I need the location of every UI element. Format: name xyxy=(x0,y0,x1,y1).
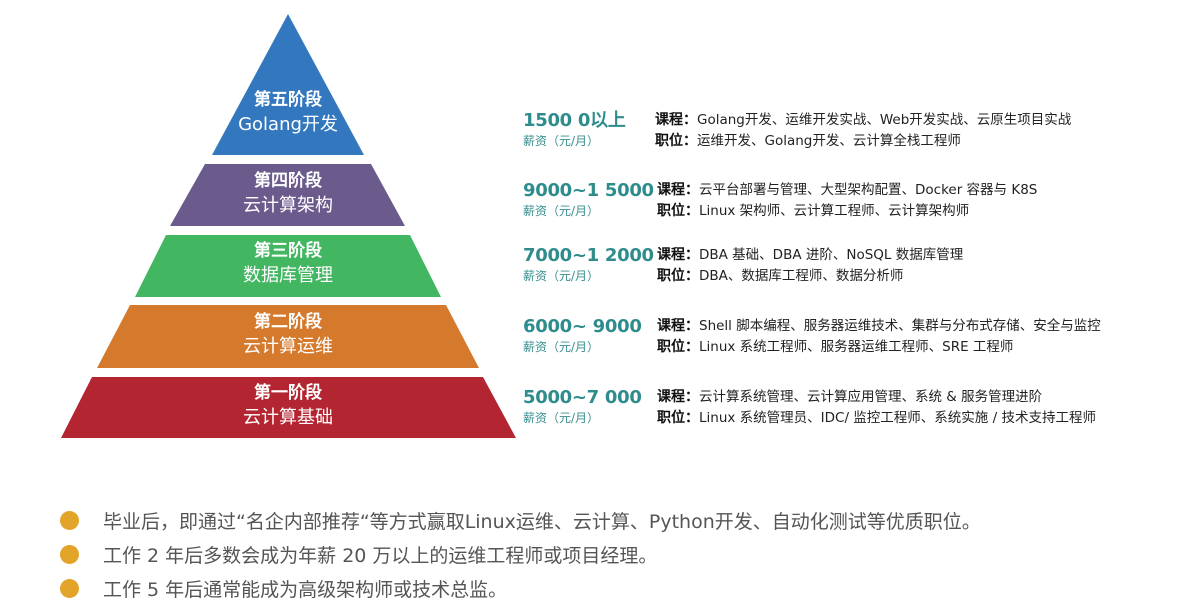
stage4-salary: 9000~1 5000 薪资（元/月） xyxy=(523,180,654,220)
position-label: 职位： xyxy=(657,339,699,355)
pyramid-layer-stage3 xyxy=(135,235,441,297)
course-text: 云平台部署与管理、大型架构配置、Docker 容器与 K8S xyxy=(699,182,1038,198)
stage3-details: 课程：DBA 基础、DBA 进阶、NoSQL 数据库管理 职位：DBA、数据库工… xyxy=(657,245,1177,287)
position-label: 职位： xyxy=(657,410,699,426)
course-line: 课程：Golang开发、运维开发实战、Web开发实战、云原生项目实战 xyxy=(655,110,1175,131)
stage2-label: 第二阶段 云计算运维 xyxy=(138,310,438,360)
bullet-text: 毕业后，即通过“名企内部推荐“等方式赢取Linux运维、云计算、Python开发… xyxy=(103,510,981,533)
stage3-title: 第三阶段 xyxy=(254,241,322,261)
stage4-details: 课程：云平台部署与管理、大型架构配置、Docker 容器与 K8S 职位：Lin… xyxy=(657,180,1177,222)
salary-unit: 薪资（元/月） xyxy=(523,411,600,425)
position-text: DBA、数据库工程师、数据分析师 xyxy=(699,268,904,284)
course-text: Golang开发、运维开发实战、Web开发实战、云原生项目实战 xyxy=(697,112,1072,128)
pyramid-layer-stage4 xyxy=(170,164,405,226)
bullet-text: 工作 5 年后通常能成为高级架构师或技术总监。 xyxy=(103,578,508,601)
bullet-dot-icon xyxy=(60,544,79,564)
salary-amount: 1500 0以上 xyxy=(523,110,626,131)
pyramid-layer-stage5 xyxy=(212,14,364,155)
stage2-salary: 6000~ 9000 薪资（元/月） xyxy=(523,316,653,356)
stage3-subtitle: 数据库管理 xyxy=(243,265,333,286)
pyramid-layer-stage1 xyxy=(61,377,516,438)
course-text: Shell 脚本编程、服务器运维技术、集群与分布式存储、安全与监控 xyxy=(699,318,1101,334)
career-outcomes-list: 毕业后，即通过“名企内部推荐“等方式赢取Linux运维、云计算、Python开发… xyxy=(60,503,1180,605)
stage4-label: 第四阶段 云计算架构 xyxy=(138,169,438,219)
list-item: 工作 5 年后通常能成为高级架构师或技术总监。 xyxy=(60,571,1180,605)
stage1-subtitle: 云计算基础 xyxy=(243,407,333,428)
stage5-subtitle: Golang开发 xyxy=(238,114,338,135)
course-line: 课程：DBA 基础、DBA 进阶、NoSQL 数据库管理 xyxy=(657,245,1177,266)
salary-unit: 薪资（元/月） xyxy=(523,134,600,148)
position-line: 职位：Linux 系统工程师、服务器运维工程师、SRE 工程师 xyxy=(657,337,1177,358)
stage2-title: 第二阶段 xyxy=(254,312,322,332)
position-text: Linux 系统管理员、IDC/ 监控工程师、系统实施 / 技术支持工程师 xyxy=(699,410,1096,426)
bullet-dot-icon xyxy=(60,510,79,530)
position-text: 运维开发、Golang开发、云计算全栈工程师 xyxy=(697,133,961,149)
course-line: 课程：云平台部署与管理、大型架构配置、Docker 容器与 K8S xyxy=(657,180,1177,201)
stage4-title: 第四阶段 xyxy=(254,171,322,191)
position-text: Linux 系统工程师、服务器运维工程师、SRE 工程师 xyxy=(699,339,1014,355)
course-label: 课程： xyxy=(657,318,699,334)
salary-amount: 7000~1 2000 xyxy=(523,245,654,266)
position-text: Linux 架构师、云计算工程师、云计算架构师 xyxy=(699,203,970,219)
position-line: 职位：运维开发、Golang开发、云计算全栈工程师 xyxy=(655,131,1175,152)
bullet-dot-icon xyxy=(60,578,79,598)
stage3-salary: 7000~1 2000 薪资（元/月） xyxy=(523,245,654,285)
salary-amount: 5000~7 000 xyxy=(523,387,642,408)
position-label: 职位： xyxy=(657,268,699,284)
salary-unit: 薪资（元/月） xyxy=(523,204,600,218)
stage2-subtitle: 云计算运维 xyxy=(243,336,333,357)
stage1-label: 第一阶段 云计算基础 xyxy=(138,381,438,431)
stage1-salary: 5000~7 000 薪资（元/月） xyxy=(523,387,653,427)
stage5-salary: 1500 0以上 薪资（元/月） xyxy=(523,110,653,150)
stage4-subtitle: 云计算架构 xyxy=(243,195,333,216)
course-text: DBA 基础、DBA 进阶、NoSQL 数据库管理 xyxy=(699,247,964,263)
pyramid-layer-stage2 xyxy=(97,305,479,368)
salary-unit: 薪资（元/月） xyxy=(523,269,600,283)
stage2-details: 课程：Shell 脚本编程、服务器运维技术、集群与分布式存储、安全与监控 职位：… xyxy=(657,316,1177,358)
bullet-text: 工作 2 年后多数会成为年薪 20 万以上的运维工程师或项目经理。 xyxy=(103,544,658,567)
course-label: 课程： xyxy=(657,389,699,405)
stage5-title: 第五阶段 xyxy=(254,90,322,110)
course-text: 云计算系统管理、云计算应用管理、系统 & 服务管理进阶 xyxy=(699,389,1043,405)
salary-amount: 6000~ 9000 xyxy=(523,316,642,337)
course-label: 课程： xyxy=(657,247,699,263)
position-label: 职位： xyxy=(657,203,699,219)
position-line: 职位：Linux 系统管理员、IDC/ 监控工程师、系统实施 / 技术支持工程师 xyxy=(657,408,1177,429)
course-label: 课程： xyxy=(657,182,699,198)
course-line: 课程：云计算系统管理、云计算应用管理、系统 & 服务管理进阶 xyxy=(657,387,1177,408)
stage1-details: 课程：云计算系统管理、云计算应用管理、系统 & 服务管理进阶 职位：Linux … xyxy=(657,387,1177,429)
list-item: 毕业后，即通过“名企内部推荐“等方式赢取Linux运维、云计算、Python开发… xyxy=(60,503,1180,537)
position-line: 职位：Linux 架构师、云计算工程师、云计算架构师 xyxy=(657,201,1177,222)
position-label: 职位： xyxy=(655,133,697,149)
salary-amount: 9000~1 5000 xyxy=(523,180,654,201)
list-item: 工作 2 年后多数会成为年薪 20 万以上的运维工程师或项目经理。 xyxy=(60,537,1180,571)
salary-unit: 薪资（元/月） xyxy=(523,340,600,354)
stage5-details: 课程：Golang开发、运维开发实战、Web开发实战、云原生项目实战 职位：运维… xyxy=(655,110,1175,152)
course-line: 课程：Shell 脚本编程、服务器运维技术、集群与分布式存储、安全与监控 xyxy=(657,316,1177,337)
stage5-label: 第五阶段 Golang开发 xyxy=(138,88,438,138)
stage3-label: 第三阶段 数据库管理 xyxy=(138,239,438,289)
course-label: 课程： xyxy=(655,112,697,128)
stage1-title: 第一阶段 xyxy=(254,383,322,403)
position-line: 职位：DBA、数据库工程师、数据分析师 xyxy=(657,266,1177,287)
